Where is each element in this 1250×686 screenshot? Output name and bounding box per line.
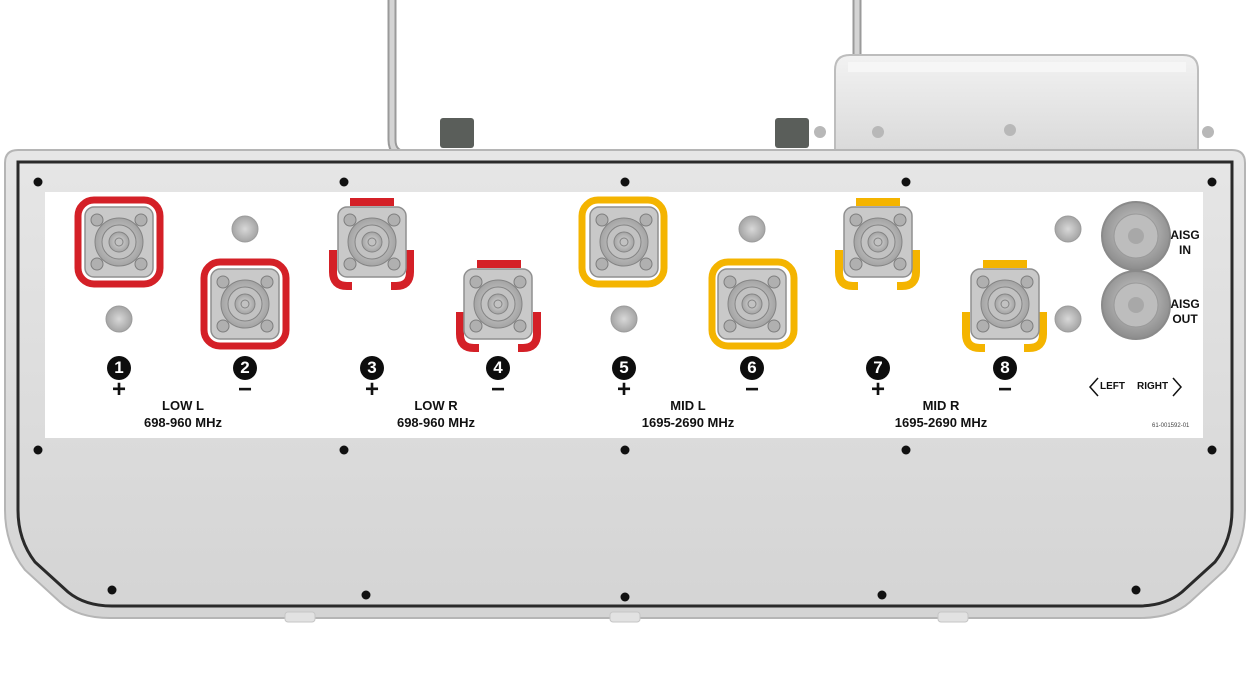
- ret-actuator-housing: [814, 54, 1214, 151]
- port-polarity-1: +: [111, 376, 126, 403]
- rf-connector-port-3: [337, 206, 407, 278]
- port-polarity-8: −: [997, 376, 1012, 403]
- direction-left-label: LEFT: [1100, 381, 1125, 392]
- rf-connector-port-1: [84, 206, 154, 278]
- port-number-1: 1: [107, 356, 131, 380]
- port-number-4: 4: [486, 356, 510, 380]
- right-arrow-icon: [1172, 377, 1183, 397]
- port-polarity-4: −: [490, 376, 505, 403]
- port-polarity-3: +: [364, 376, 379, 403]
- port-number-2: 2: [233, 356, 257, 380]
- top-connector-right: [775, 118, 809, 148]
- vent-plugs: [105, 215, 1082, 333]
- band-name-low-r: LOW R: [414, 398, 458, 413]
- port-number-3: 3: [360, 356, 384, 380]
- port-frames: [74, 196, 1047, 352]
- band-freq-mid-l: 1695-2690 MHz: [641, 415, 735, 430]
- aisg-out-label-line2: OUT: [1172, 312, 1198, 326]
- aisg-in-connector: [1101, 201, 1171, 271]
- band-freq-low-r: 698-960 MHz: [396, 415, 476, 430]
- rf-connector-port-8: [970, 268, 1040, 340]
- panel-screws: [33, 177, 1217, 602]
- direction-right-label: RIGHT: [1137, 381, 1169, 392]
- port-number-6: 6: [740, 356, 764, 380]
- aisg-in-label-line1: AISG: [1170, 228, 1200, 242]
- rf-connector-port-5: [589, 206, 659, 278]
- port-polarity-7: +: [870, 376, 885, 403]
- rf-connectors: [84, 206, 1040, 340]
- aisg-out-label-line1: AISG: [1170, 297, 1200, 311]
- port-number-8: 8: [993, 356, 1017, 380]
- aisg-out-connector: [1101, 270, 1171, 340]
- aisg-in-label-line2: IN: [1179, 243, 1191, 257]
- band-freq-mid-r: 1695-2690 MHz: [894, 415, 988, 430]
- rf-connector-port-7: [843, 206, 913, 278]
- port-polarity-5: +: [616, 376, 631, 403]
- part-number: 61-001592-01: [1152, 423, 1190, 429]
- band-name-mid-l: MID L: [670, 398, 706, 413]
- left-arrow-icon: [1088, 377, 1099, 397]
- top-connector-left: [440, 118, 474, 148]
- band-name-mid-r: MID R: [922, 398, 960, 413]
- rf-connector-port-6: [717, 268, 787, 340]
- rf-connector-port-4: [463, 268, 533, 340]
- rf-connector-port-2: [210, 268, 280, 340]
- port-number-7: 7: [866, 356, 890, 380]
- port-polarity-6: −: [744, 376, 759, 403]
- band-name-low-l: LOW L: [162, 398, 204, 413]
- port-polarity-2: −: [237, 376, 252, 403]
- band-freq-low-l: 698-960 MHz: [143, 415, 223, 430]
- port-number-5: 5: [612, 356, 636, 380]
